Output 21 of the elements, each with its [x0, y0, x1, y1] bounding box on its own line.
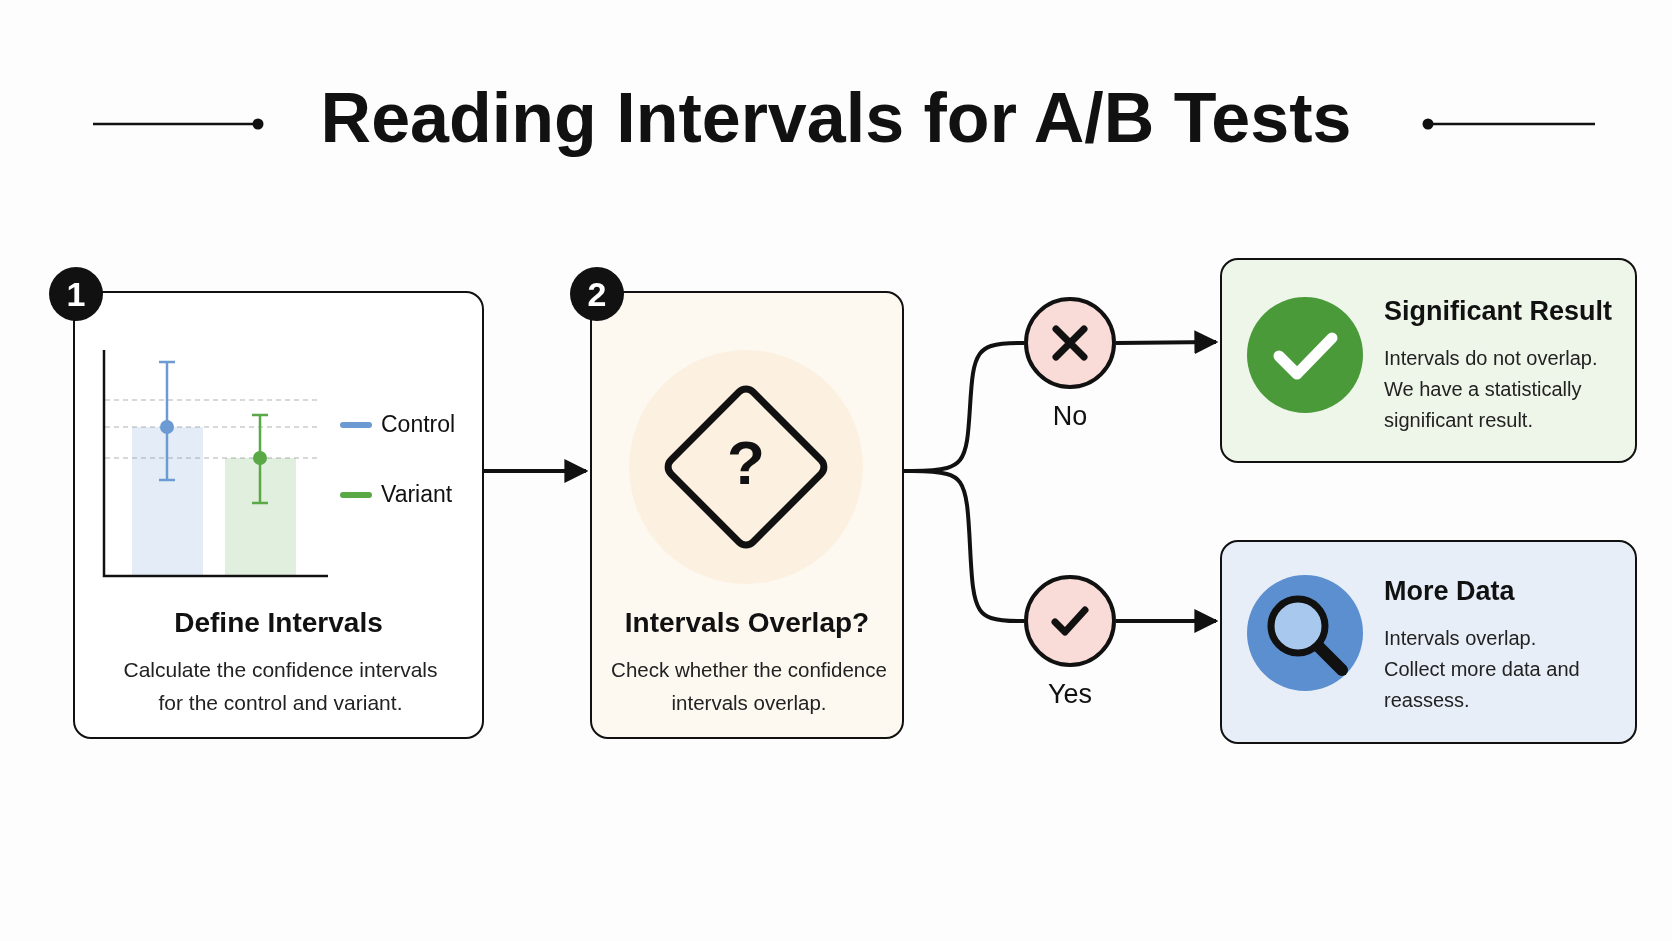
arrow [1115, 330, 1219, 355]
result-card [1220, 540, 1637, 744]
card-description: Intervals do not overlap. We have a statistically significant result. [1384, 346, 1599, 433]
card-title: Define Intervals [173, 607, 384, 639]
card-title: Intervals Overlap? [623, 607, 871, 639]
branch-label: Yes [1046, 679, 1093, 710]
card-description: Intervals overlap. Collect more data and reassess. [1384, 626, 1581, 713]
card-description: Check whether the confidence intervals overlap. [610, 657, 888, 716]
card-description: Calculate the confidence intervals for the control and variant. [122, 657, 439, 716]
step-badge: 2 [570, 267, 624, 321]
title: Reading Intervals for A/B Tests [319, 78, 1353, 158]
question-mark: ? [726, 428, 766, 498]
branch-label: No [1051, 401, 1089, 432]
arrow [484, 459, 589, 483]
arrow [1116, 609, 1219, 633]
legend-label: Variant [381, 481, 453, 508]
result-card [1220, 258, 1637, 463]
legend-label: Control [381, 411, 456, 438]
card-title: More Data [1384, 576, 1515, 607]
card-title: Significant Result [1384, 296, 1613, 327]
step-badge: 1 [49, 267, 103, 321]
